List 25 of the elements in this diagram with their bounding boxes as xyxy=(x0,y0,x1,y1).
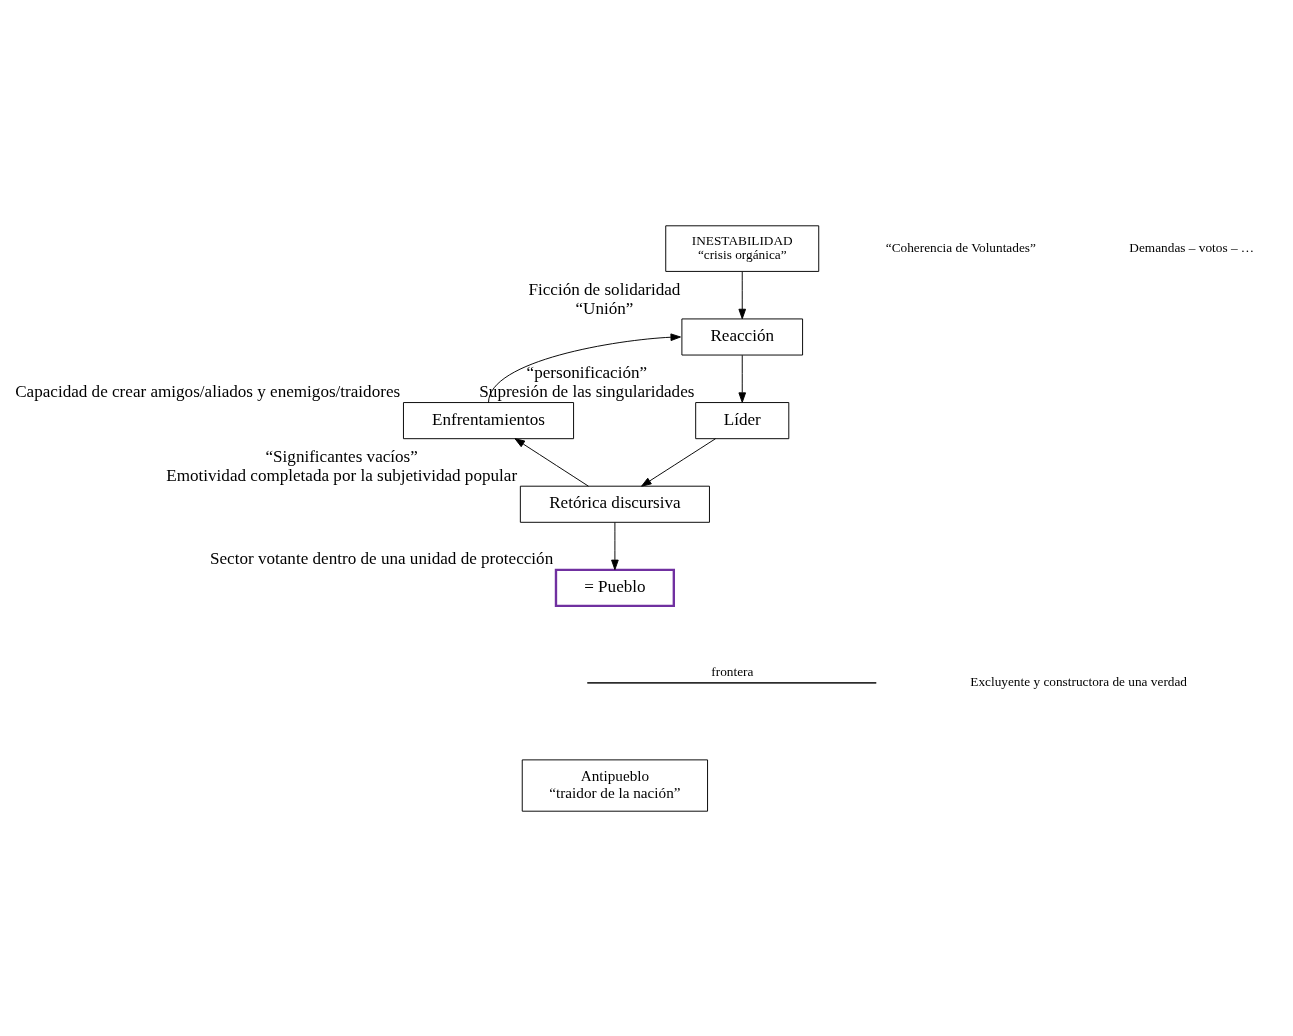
node-label: Ficción de solidaridad xyxy=(528,279,681,299)
node-label: Sector votante dentro de una unidad de protección xyxy=(210,549,554,568)
label: “Coherencia de Voluntades” xyxy=(885,239,1036,255)
arrow xyxy=(488,332,681,403)
arrow xyxy=(514,437,589,487)
arrow xyxy=(738,354,747,403)
arrow xyxy=(611,521,619,570)
node-box: Retórica discursiva xyxy=(519,485,710,523)
node-box: Enfrentamientos xyxy=(403,401,575,439)
node-label: Capacidad de crear amigos/aliados y enemigos/traidores xyxy=(15,381,401,401)
label: Demandas – votos – … xyxy=(1129,239,1255,255)
node-box: Reacción xyxy=(681,317,804,355)
node-label: Emotividad completada por la subjetividad popular xyxy=(166,465,518,485)
node-label: “personificación” xyxy=(526,362,648,382)
arrow xyxy=(641,437,717,487)
node-box: INESTABILIDAD “crisis orgánica” xyxy=(665,224,820,272)
label: frontera xyxy=(711,663,754,679)
node-box: Antipueblo “traidor de la nación” xyxy=(521,758,709,812)
node-box: Líder xyxy=(695,401,790,439)
node-label: Supresión de las singularidades xyxy=(479,381,695,401)
label: Excluyente y constructora de una verdad xyxy=(970,673,1188,689)
arrow xyxy=(738,270,747,319)
node-label: “Unión” xyxy=(575,298,634,318)
node-label: “Significantes vacíos” xyxy=(265,446,418,466)
node-box: = Pueblo xyxy=(554,568,675,607)
